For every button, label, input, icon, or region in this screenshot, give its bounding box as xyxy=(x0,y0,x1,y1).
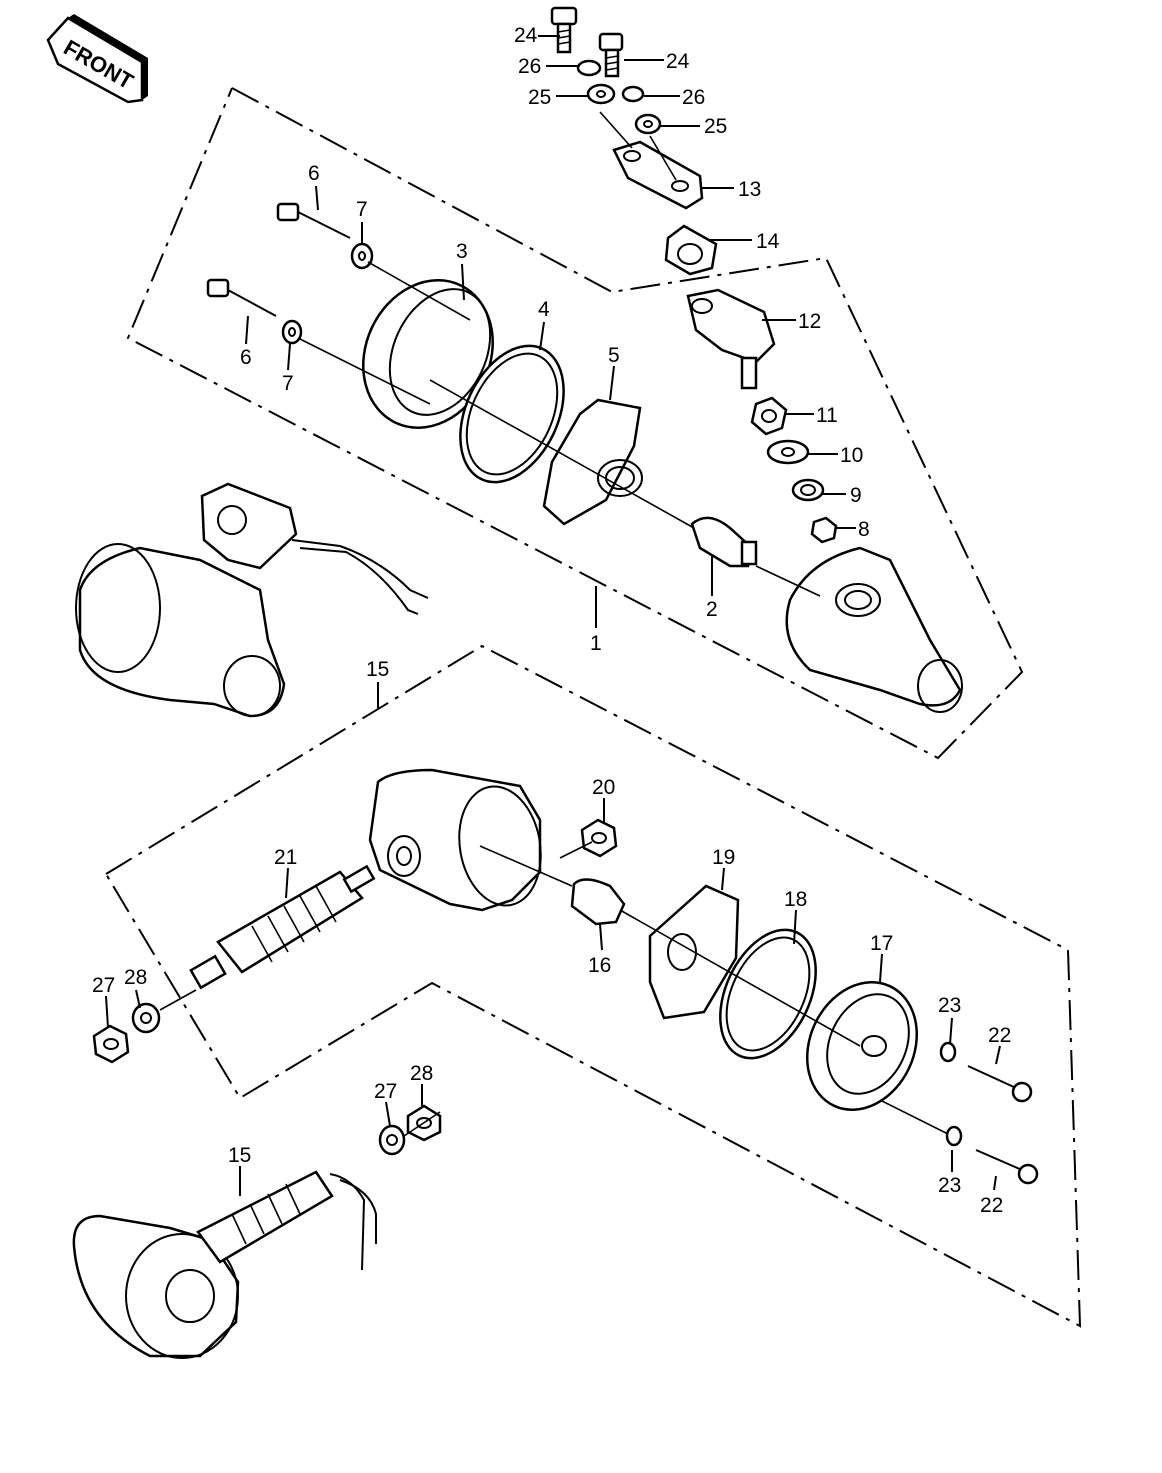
callout-26: 26 xyxy=(518,55,541,78)
callout-22: 22 xyxy=(988,1024,1011,1047)
callout-9: 9 xyxy=(850,484,862,507)
callout-22: 22 xyxy=(980,1194,1003,1217)
bulb-2 xyxy=(690,516,758,568)
callout-24: 24 xyxy=(514,24,538,47)
callout-6: 6 xyxy=(308,162,320,185)
nut-11 xyxy=(750,396,788,436)
washer-28-left xyxy=(131,1002,161,1034)
washer-7-lower xyxy=(281,319,303,345)
screw-22-upper xyxy=(967,1065,1033,1103)
reflector-plate-5 xyxy=(542,398,643,526)
callout-23: 23 xyxy=(938,994,961,1017)
callout-21: 21 xyxy=(274,846,297,869)
callout-25: 25 xyxy=(528,86,551,109)
callout-23: 23 xyxy=(938,1174,961,1197)
bolt-24-left xyxy=(550,6,578,54)
bracket-12 xyxy=(686,288,776,390)
washer-25-right xyxy=(634,113,662,135)
callout-1: 1 xyxy=(590,632,602,655)
washer-27-lower xyxy=(378,1124,406,1156)
assembled-signal-light-lower xyxy=(72,1170,377,1359)
callout-18: 18 xyxy=(784,888,807,911)
callout-14: 14 xyxy=(756,230,780,253)
upper-assembly-boundary xyxy=(126,87,1024,760)
callout-15: 15 xyxy=(228,1144,251,1167)
washer-10 xyxy=(766,439,810,465)
callout-27: 27 xyxy=(374,1080,397,1103)
callout-10: 10 xyxy=(840,444,863,467)
lower-assembly-boundary xyxy=(105,644,1082,1328)
spring-washer-26-left xyxy=(576,59,602,77)
nut-20 xyxy=(580,818,618,858)
callout-15: 15 xyxy=(366,658,389,681)
callout-12: 12 xyxy=(798,310,821,333)
screw-22-lower xyxy=(975,1149,1039,1185)
callout-16: 16 xyxy=(588,954,611,977)
washer-23-upper xyxy=(939,1041,957,1063)
stalk-21 xyxy=(189,864,376,990)
callout-13: 13 xyxy=(738,178,761,201)
callout-3: 3 xyxy=(456,240,468,263)
callout-28: 28 xyxy=(410,1062,433,1085)
front-arrow-icon: FRONT xyxy=(46,14,148,104)
nut-27-left xyxy=(92,1024,130,1064)
callout-5: 5 xyxy=(608,344,620,367)
callout-20: 20 xyxy=(592,776,615,799)
washer-7-upper xyxy=(350,242,374,270)
assembled-signal-light-upper xyxy=(75,482,429,718)
callout-6: 6 xyxy=(240,346,252,369)
rubber-damper-14 xyxy=(664,224,718,276)
callout-24: 24 xyxy=(666,50,690,73)
axis-lines xyxy=(159,111,949,1137)
callout-11: 11 xyxy=(816,404,838,427)
callout-2: 2 xyxy=(706,598,718,621)
nut-8 xyxy=(810,516,838,544)
bolt-24-right xyxy=(598,32,624,78)
callout-4: 4 xyxy=(538,298,550,321)
spring-washer-26-right xyxy=(621,85,645,103)
screw-6-lower xyxy=(206,278,277,317)
washer-23-lower xyxy=(945,1125,963,1147)
gasket-4 xyxy=(459,344,565,484)
washer-25-left xyxy=(586,83,616,105)
leader-lines xyxy=(105,35,1001,1196)
callout-28: 28 xyxy=(124,966,147,989)
callout-17: 17 xyxy=(870,932,893,955)
washer-9 xyxy=(791,478,825,502)
callout-27: 27 xyxy=(92,974,115,997)
screw-6-upper xyxy=(276,202,351,239)
bulb-16 xyxy=(570,878,626,926)
lens-17 xyxy=(805,981,919,1111)
clamp-13 xyxy=(612,140,704,210)
callout-7: 7 xyxy=(356,198,368,221)
housing-right-1 xyxy=(785,546,963,713)
callout-25: 25 xyxy=(704,115,727,138)
callout-7: 7 xyxy=(282,372,294,395)
housing-15 xyxy=(368,768,542,912)
lens-rim-3 xyxy=(362,279,494,429)
callout-labels: 24 24 26 26 25 25 13 14 6 7 3 4 5 6 7 12… xyxy=(92,24,1011,1217)
callout-19: 19 xyxy=(712,846,735,869)
callout-26: 26 xyxy=(682,86,705,109)
callout-8: 8 xyxy=(858,518,870,541)
